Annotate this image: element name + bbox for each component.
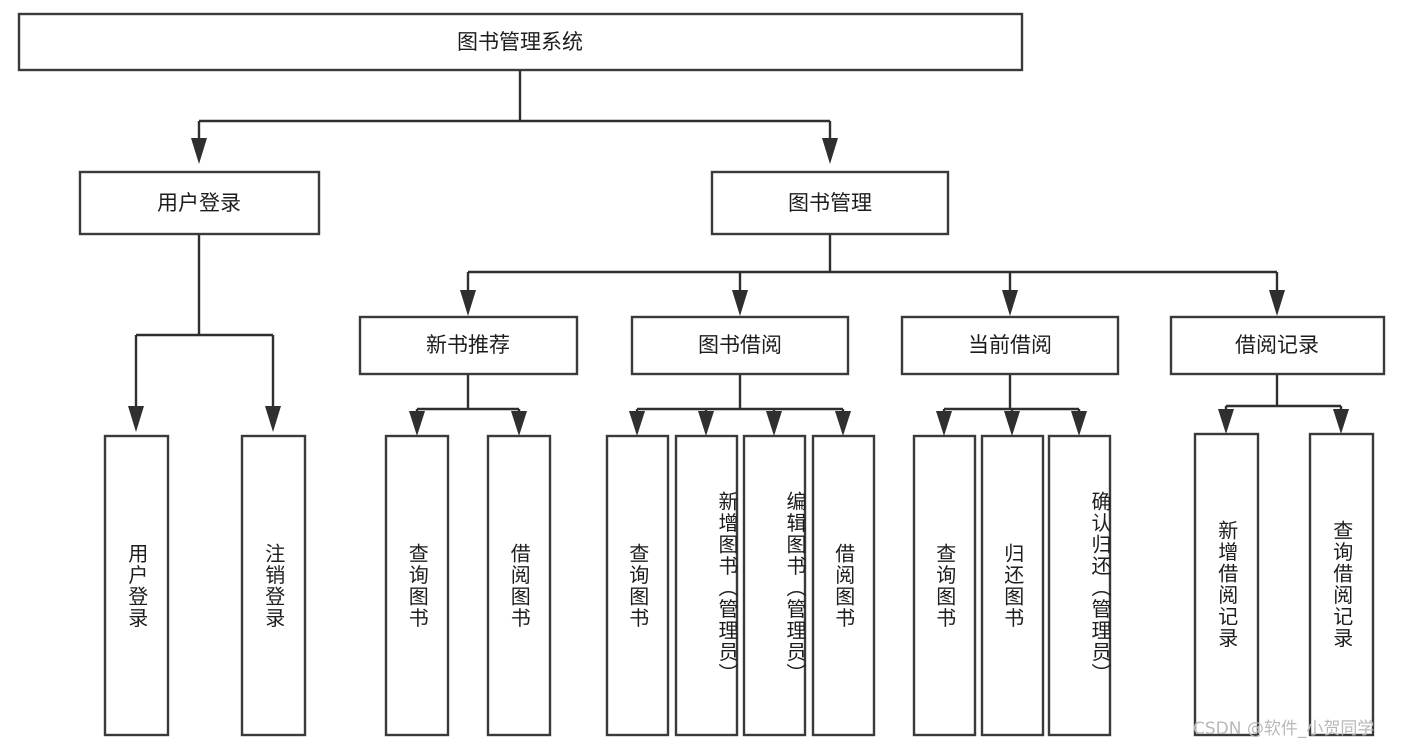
watermark-text: CSDN @软件_小贺同学 [1193, 719, 1375, 739]
connector-group-new-book-recommend [409, 374, 527, 436]
node-leaf-borrow-book-2[interactable] [811, 434, 876, 737]
node-leaf-query-book-1[interactable] [384, 434, 450, 737]
node-leaf-add-book[interactable] [674, 434, 739, 737]
node-book-borrow[interactable] [630, 315, 850, 376]
connector-group-book-management [460, 234, 1285, 316]
arrow-head-leaf-borrow-book-2 [835, 411, 851, 436]
node-book-management-label: 图书管理 [788, 191, 872, 215]
node-new-book-recommend-label: 新书推荐 [426, 333, 510, 357]
node-leaf-confirm-return[interactable] [1047, 434, 1112, 737]
connector-group-book-borrow [629, 374, 851, 436]
node-leaf-edit-book[interactable] [742, 434, 807, 737]
connector-group-current-borrow [936, 374, 1087, 436]
node-borrow-record[interactable] [1169, 315, 1386, 376]
arrow-head-leaf-borrow-book-1 [511, 411, 527, 436]
node-book-management[interactable] [710, 170, 950, 236]
arrow-head-leaf-return-book [1004, 411, 1020, 436]
node-leaf-query-book-3[interactable] [912, 434, 977, 737]
arrow-head-leaf-query-record [1333, 409, 1349, 434]
connector-group-root [191, 70, 838, 164]
arrow-head-user-login [191, 138, 207, 164]
arrow-head-leaf-query-book-2 [629, 411, 645, 436]
node-current-borrow-label: 当前借阅 [968, 333, 1052, 357]
connector-group-borrow-record [1218, 374, 1349, 434]
arrow-head-book-management [822, 138, 838, 164]
node-borrow-record-label: 借阅记录 [1235, 333, 1319, 357]
node-current-borrow[interactable] [900, 315, 1120, 376]
arrow-head-book-borrow [732, 290, 748, 316]
node-leaf-logout[interactable] [240, 434, 307, 737]
node-new-book-recommend[interactable] [358, 315, 579, 376]
arrow-head-borrow-record [1269, 290, 1285, 316]
node-leaf-query-record[interactable] [1308, 432, 1375, 737]
connector-group-user-login [128, 234, 281, 432]
arrow-head-leaf-query-book-3 [936, 411, 952, 436]
node-leaf-borrow-book-1[interactable] [486, 434, 552, 737]
node-book-borrow-label: 图书借阅 [698, 333, 782, 357]
node-root-label: 图书管理系统 [457, 30, 583, 54]
node-leaf-user-login[interactable] [103, 434, 170, 737]
arrow-head-leaf-logout [265, 406, 281, 432]
arrow-head-leaf-query-book-1 [409, 411, 425, 436]
node-leaf-return-book[interactable] [980, 434, 1045, 737]
arrow-head-leaf-edit-book [766, 411, 782, 436]
node-user-login-label: 用户登录 [157, 191, 241, 215]
arrow-head-leaf-confirm-return [1071, 411, 1087, 436]
node-leaf-add-record[interactable] [1193, 432, 1260, 737]
arrow-head-leaf-add-book [698, 411, 714, 436]
arrow-head-leaf-user-login [128, 406, 144, 432]
node-leaf-query-book-2[interactable] [605, 434, 670, 737]
arrow-head-current-borrow [1002, 290, 1018, 316]
arrow-head-new-book-recommend [460, 290, 476, 316]
arrow-head-leaf-add-record [1218, 409, 1234, 434]
node-root[interactable] [17, 12, 1024, 72]
node-user-login[interactable] [78, 170, 321, 236]
